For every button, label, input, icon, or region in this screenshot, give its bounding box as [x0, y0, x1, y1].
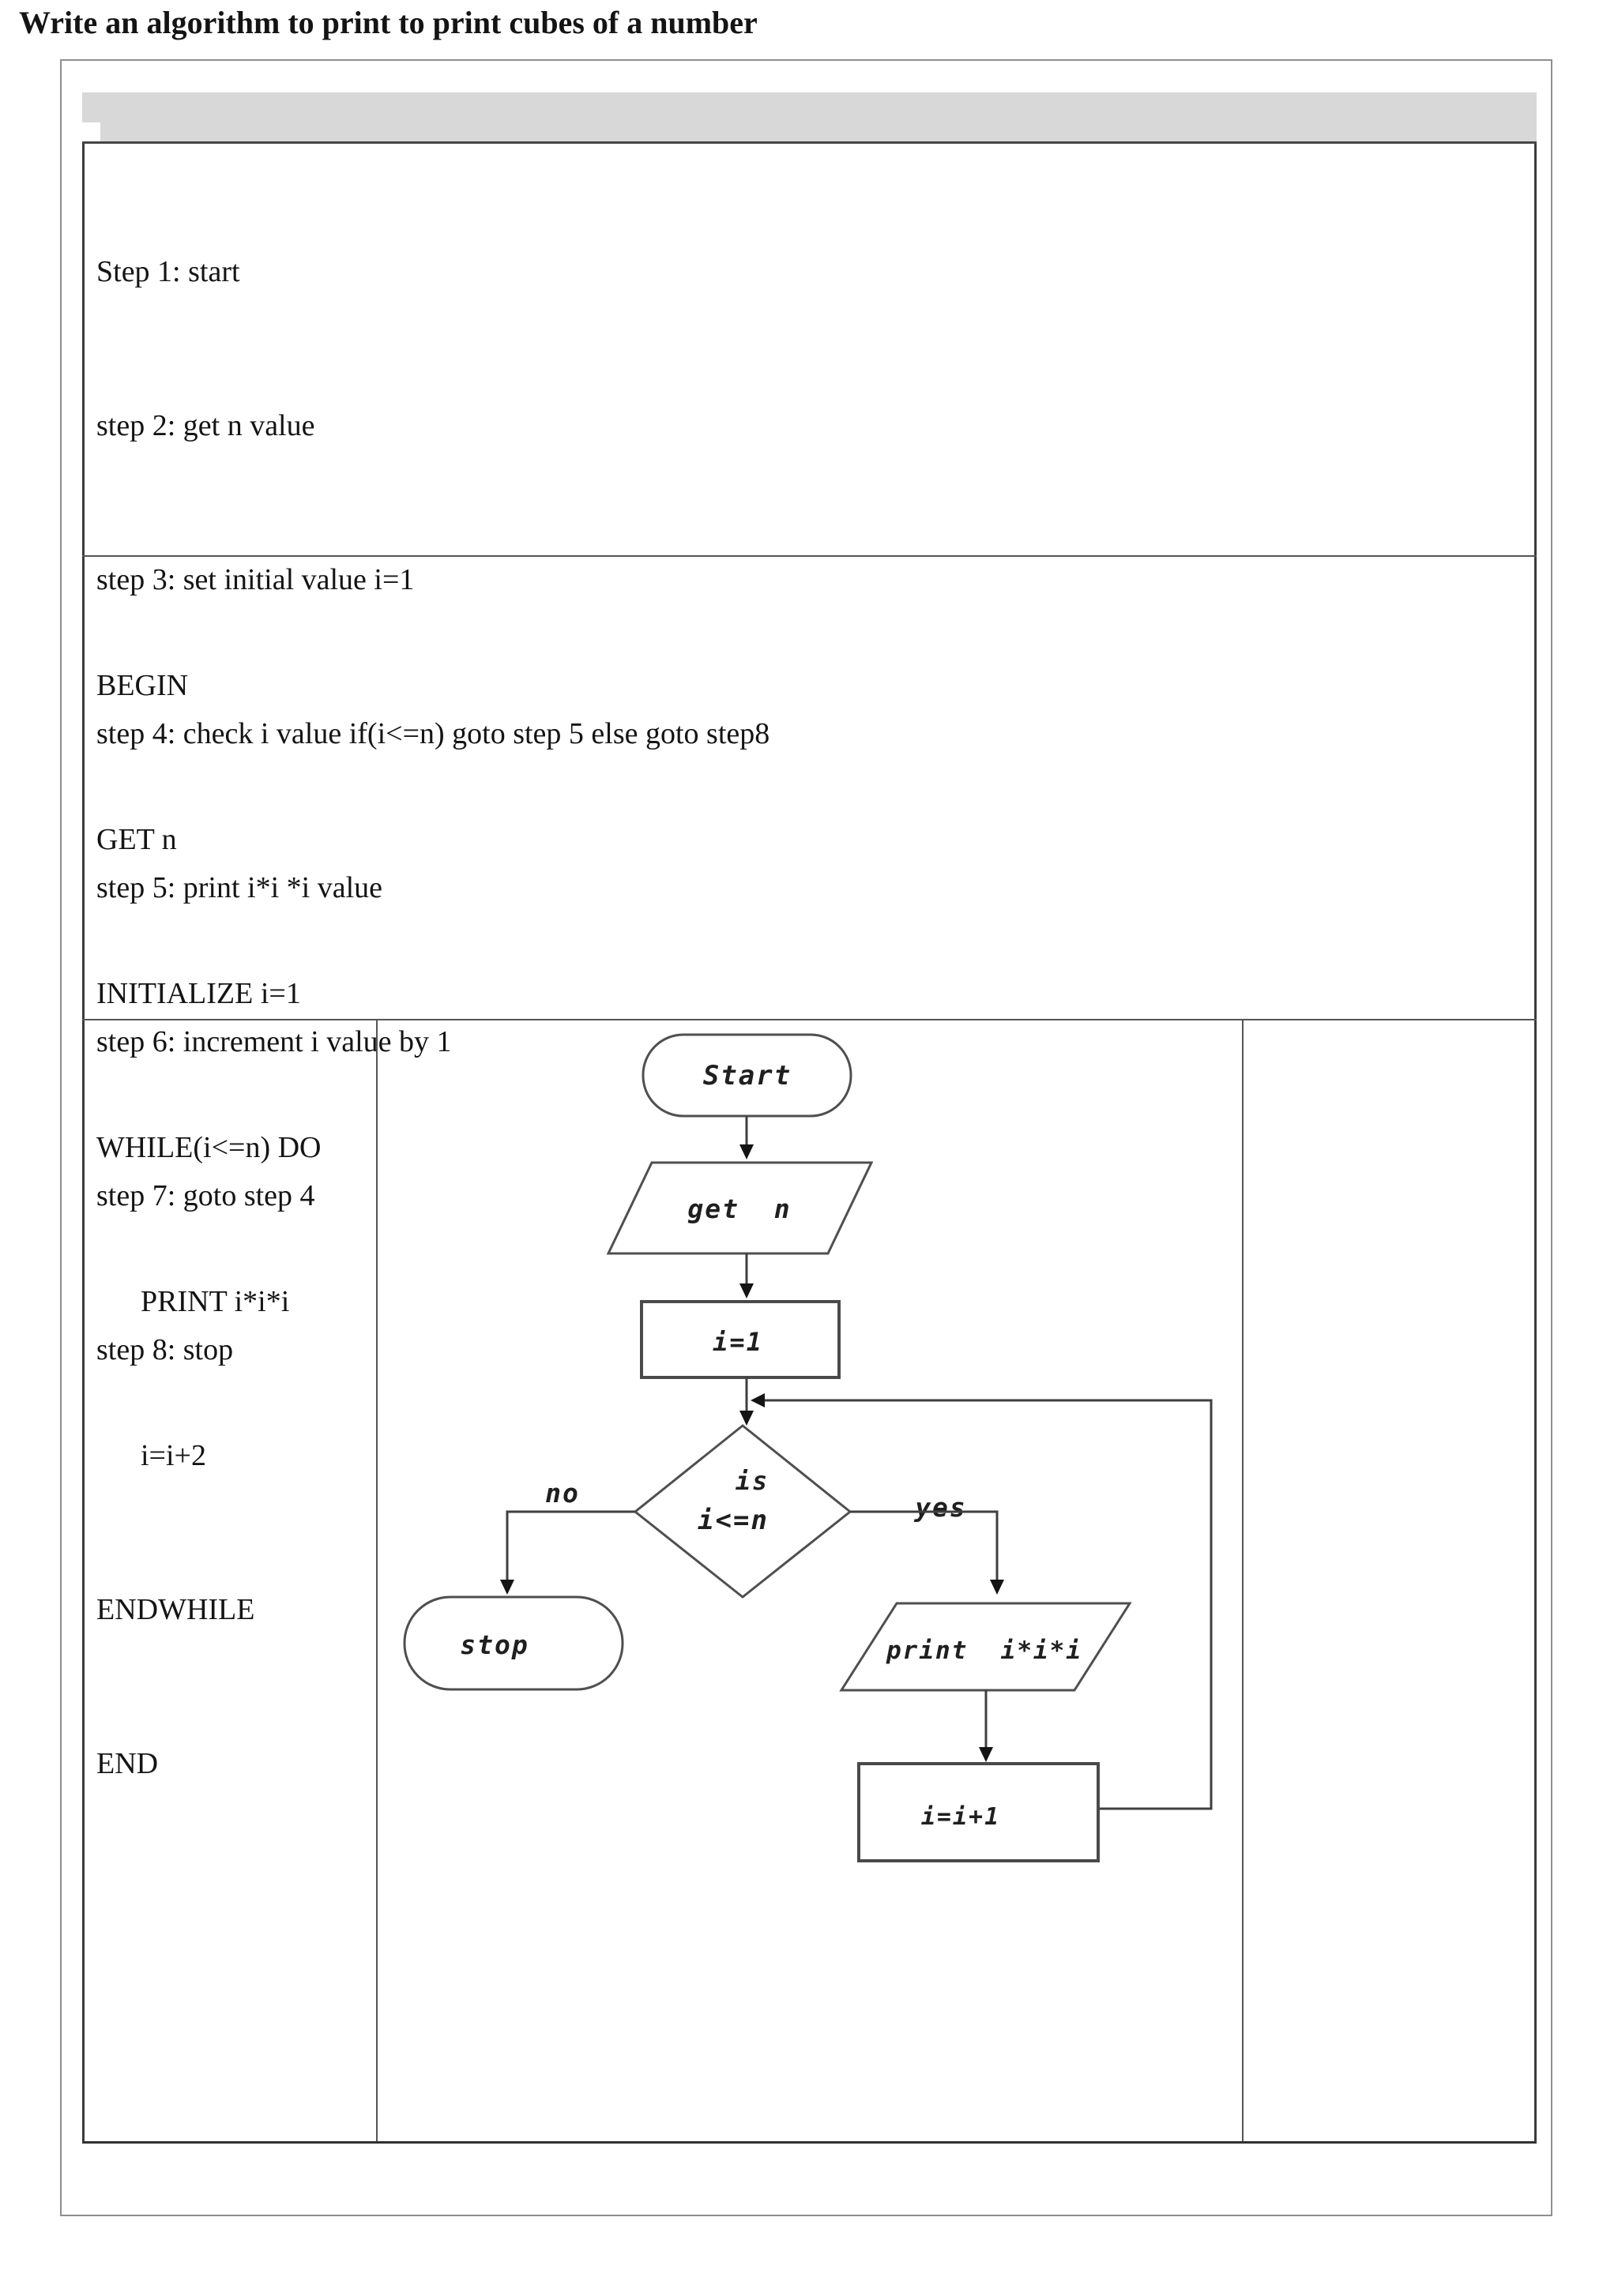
pseudocode-line: BEGIN: [96, 669, 189, 702]
yes-branch-connector: [850, 1510, 999, 1581]
row-separator: [82, 1019, 1537, 1020]
flowchart-input-label: get n: [687, 1193, 791, 1224]
flowchart-no-label: no: [545, 1478, 580, 1509]
loop-back-connector: [760, 1399, 1213, 1810]
pseudocode-line: END: [96, 1747, 159, 1780]
flowchart-yes-label: yes: [913, 1492, 967, 1523]
algorithm-step-line: step 5: print i*i *i value: [96, 871, 383, 904]
flowchart-output-parallelogram: [839, 1602, 1132, 1692]
flowchart-increment-label: i=i+1: [921, 1803, 1000, 1831]
page-title: Write an algorithm to print to print cub…: [19, 5, 758, 40]
arrow-left-icon: [751, 1393, 765, 1407]
algorithm-step-line: step 2: get n value: [96, 409, 315, 442]
arrow-down-icon: [990, 1580, 1004, 1595]
flowchart: Start get n i=1 is i<=n no yes stop: [403, 1033, 1213, 1862]
page-border: [60, 59, 1552, 2216]
arrow-down-icon: [739, 1411, 754, 1426]
flowchart-output-label: print i*i*i: [886, 1637, 1082, 1665]
pseudocode-line: INITIALIZE i=1: [96, 977, 301, 1010]
pseudocode-line: i=i+2: [141, 1439, 206, 1472]
flowchart-stop-terminator: [403, 1595, 624, 1691]
flowchart-input-parallelogram: [606, 1161, 874, 1255]
algorithm-step-line: step 3: set initial value i=1: [96, 563, 415, 596]
flowchart-start-label: Start: [703, 1060, 792, 1092]
flowchart-init-label: i=1: [713, 1327, 763, 1357]
pseudocode-block: BEGIN GET n INITIALIZE i=1 WHILE(i<=n) D…: [96, 558, 1392, 1892]
row-separator: [82, 555, 1537, 557]
flowchart-decision-diamond: [633, 1424, 852, 1599]
pseudocode-line: PRINT i*i*i: [141, 1285, 290, 1318]
pseudocode-line: WHILE(i<=n) DO: [96, 1131, 322, 1164]
flowchart-decision-label-line2: i<=n: [698, 1505, 769, 1536]
algorithm-step-line: step 7: goto step 4: [96, 1179, 315, 1212]
title-shading-notch: [82, 122, 100, 141]
flowchart-init-box: [640, 1300, 841, 1379]
algorithm-step-line: step 4: check i value if(i<=n) goto step…: [96, 717, 770, 750]
pseudocode-line: ENDWHILE: [96, 1593, 255, 1626]
arrow-down-icon: [739, 1144, 754, 1159]
flowchart-decision-label-line1: is: [736, 1466, 769, 1496]
table-border: [82, 92, 1537, 2144]
cell-border-right: [1242, 1020, 1244, 2141]
cell-border-left: [376, 1020, 378, 2141]
no-branch-connector: [506, 1510, 635, 1581]
flowchart-stop-label: stop: [460, 1629, 529, 1660]
algorithm-step-line: Step 1: start: [96, 255, 240, 288]
flowchart-increment-box: [857, 1762, 1100, 1862]
arrow-down-icon: [979, 1747, 993, 1762]
arrow-down-icon: [739, 1283, 754, 1298]
arrow-down-icon: [500, 1580, 514, 1595]
algorithm-step-line: step 8: stop: [96, 1333, 234, 1366]
pseudocode-line: GET n: [96, 823, 177, 856]
title-row: [82, 92, 1537, 144]
algorithm-step-line: step 6: increment i value by 1: [96, 1025, 452, 1058]
algorithm-steps: Step 1: start step 2: get n value step 3…: [96, 144, 1392, 1479]
